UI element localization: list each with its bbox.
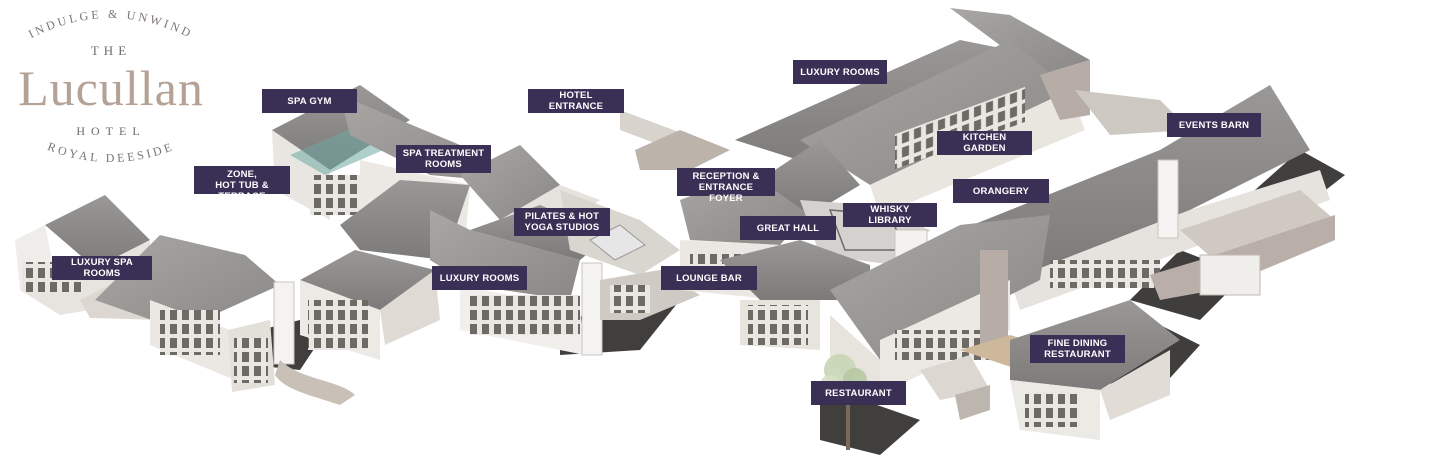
label-orangery[interactable]: ORANGERY — [953, 179, 1049, 203]
logo-arc-text: INDULGE & UNWIND ROYAL DEESIDE — [26, 7, 196, 165]
logo-tagline-bottom: ROYAL DEESIDE — [46, 139, 174, 165]
label-hotel-entrance[interactable]: HOTEL ENTRANCE — [528, 89, 624, 113]
label-lounge-bar[interactable]: LOUNGE BAR — [661, 266, 757, 290]
label-great-hall[interactable]: GREAT HALL — [740, 216, 836, 240]
hotel-logo: INDULGE & UNWIND ROYAL DEESIDE THE Lucul… — [0, 0, 230, 180]
entrance-wall — [620, 110, 730, 170]
label-luxury-spa-rooms[interactable]: LUXURY SPA ROOMS — [52, 256, 152, 280]
label-spa-gym[interactable]: SPA GYM — [262, 89, 357, 113]
label-fine-dining-restaurant[interactable]: FINE DINING RESTAURANT — [1030, 335, 1125, 363]
north-luxury-rooms — [735, 8, 1190, 215]
label-hotel-reception[interactable]: HOTEL RECEPTION & ENTRANCE FOYER — [677, 160, 775, 204]
label-kitchen-garden[interactable]: KITCHEN GARDEN — [937, 131, 1032, 155]
logo-name: Lucullan — [18, 60, 204, 116]
label-events-barn[interactable]: EVENTS BARN — [1167, 113, 1261, 137]
label-luxury-rooms-south[interactable]: LUXURY ROOMS — [432, 266, 527, 290]
logo-the: THE — [90, 43, 132, 58]
label-spa-treatment-rooms[interactable]: SPA TREATMENT ROOMS — [396, 145, 491, 173]
logo-tagline-top: INDULGE & UNWIND — [26, 7, 193, 41]
logo-hotel: HOTEL — [76, 124, 146, 138]
label-luxury-rooms-north[interactable]: LUXURY ROOMS — [793, 60, 887, 84]
svg-text:INDULGE & UNWIND: INDULGE & UNWIND — [26, 7, 196, 41]
label-whisky-library[interactable]: WHISKY LIBRARY — [843, 203, 937, 227]
svg-text:ROYAL DEESIDE: ROYAL DEESIDE — [46, 139, 177, 165]
label-restaurant[interactable]: RESTAURANT — [811, 381, 906, 405]
label-pilates-studios[interactable]: PILATES & HOT YOGA STUDIOS — [514, 208, 610, 236]
label-hydration-zone[interactable]: HYDRATION ZONE, HOT TUB & TERRACE — [194, 158, 290, 202]
